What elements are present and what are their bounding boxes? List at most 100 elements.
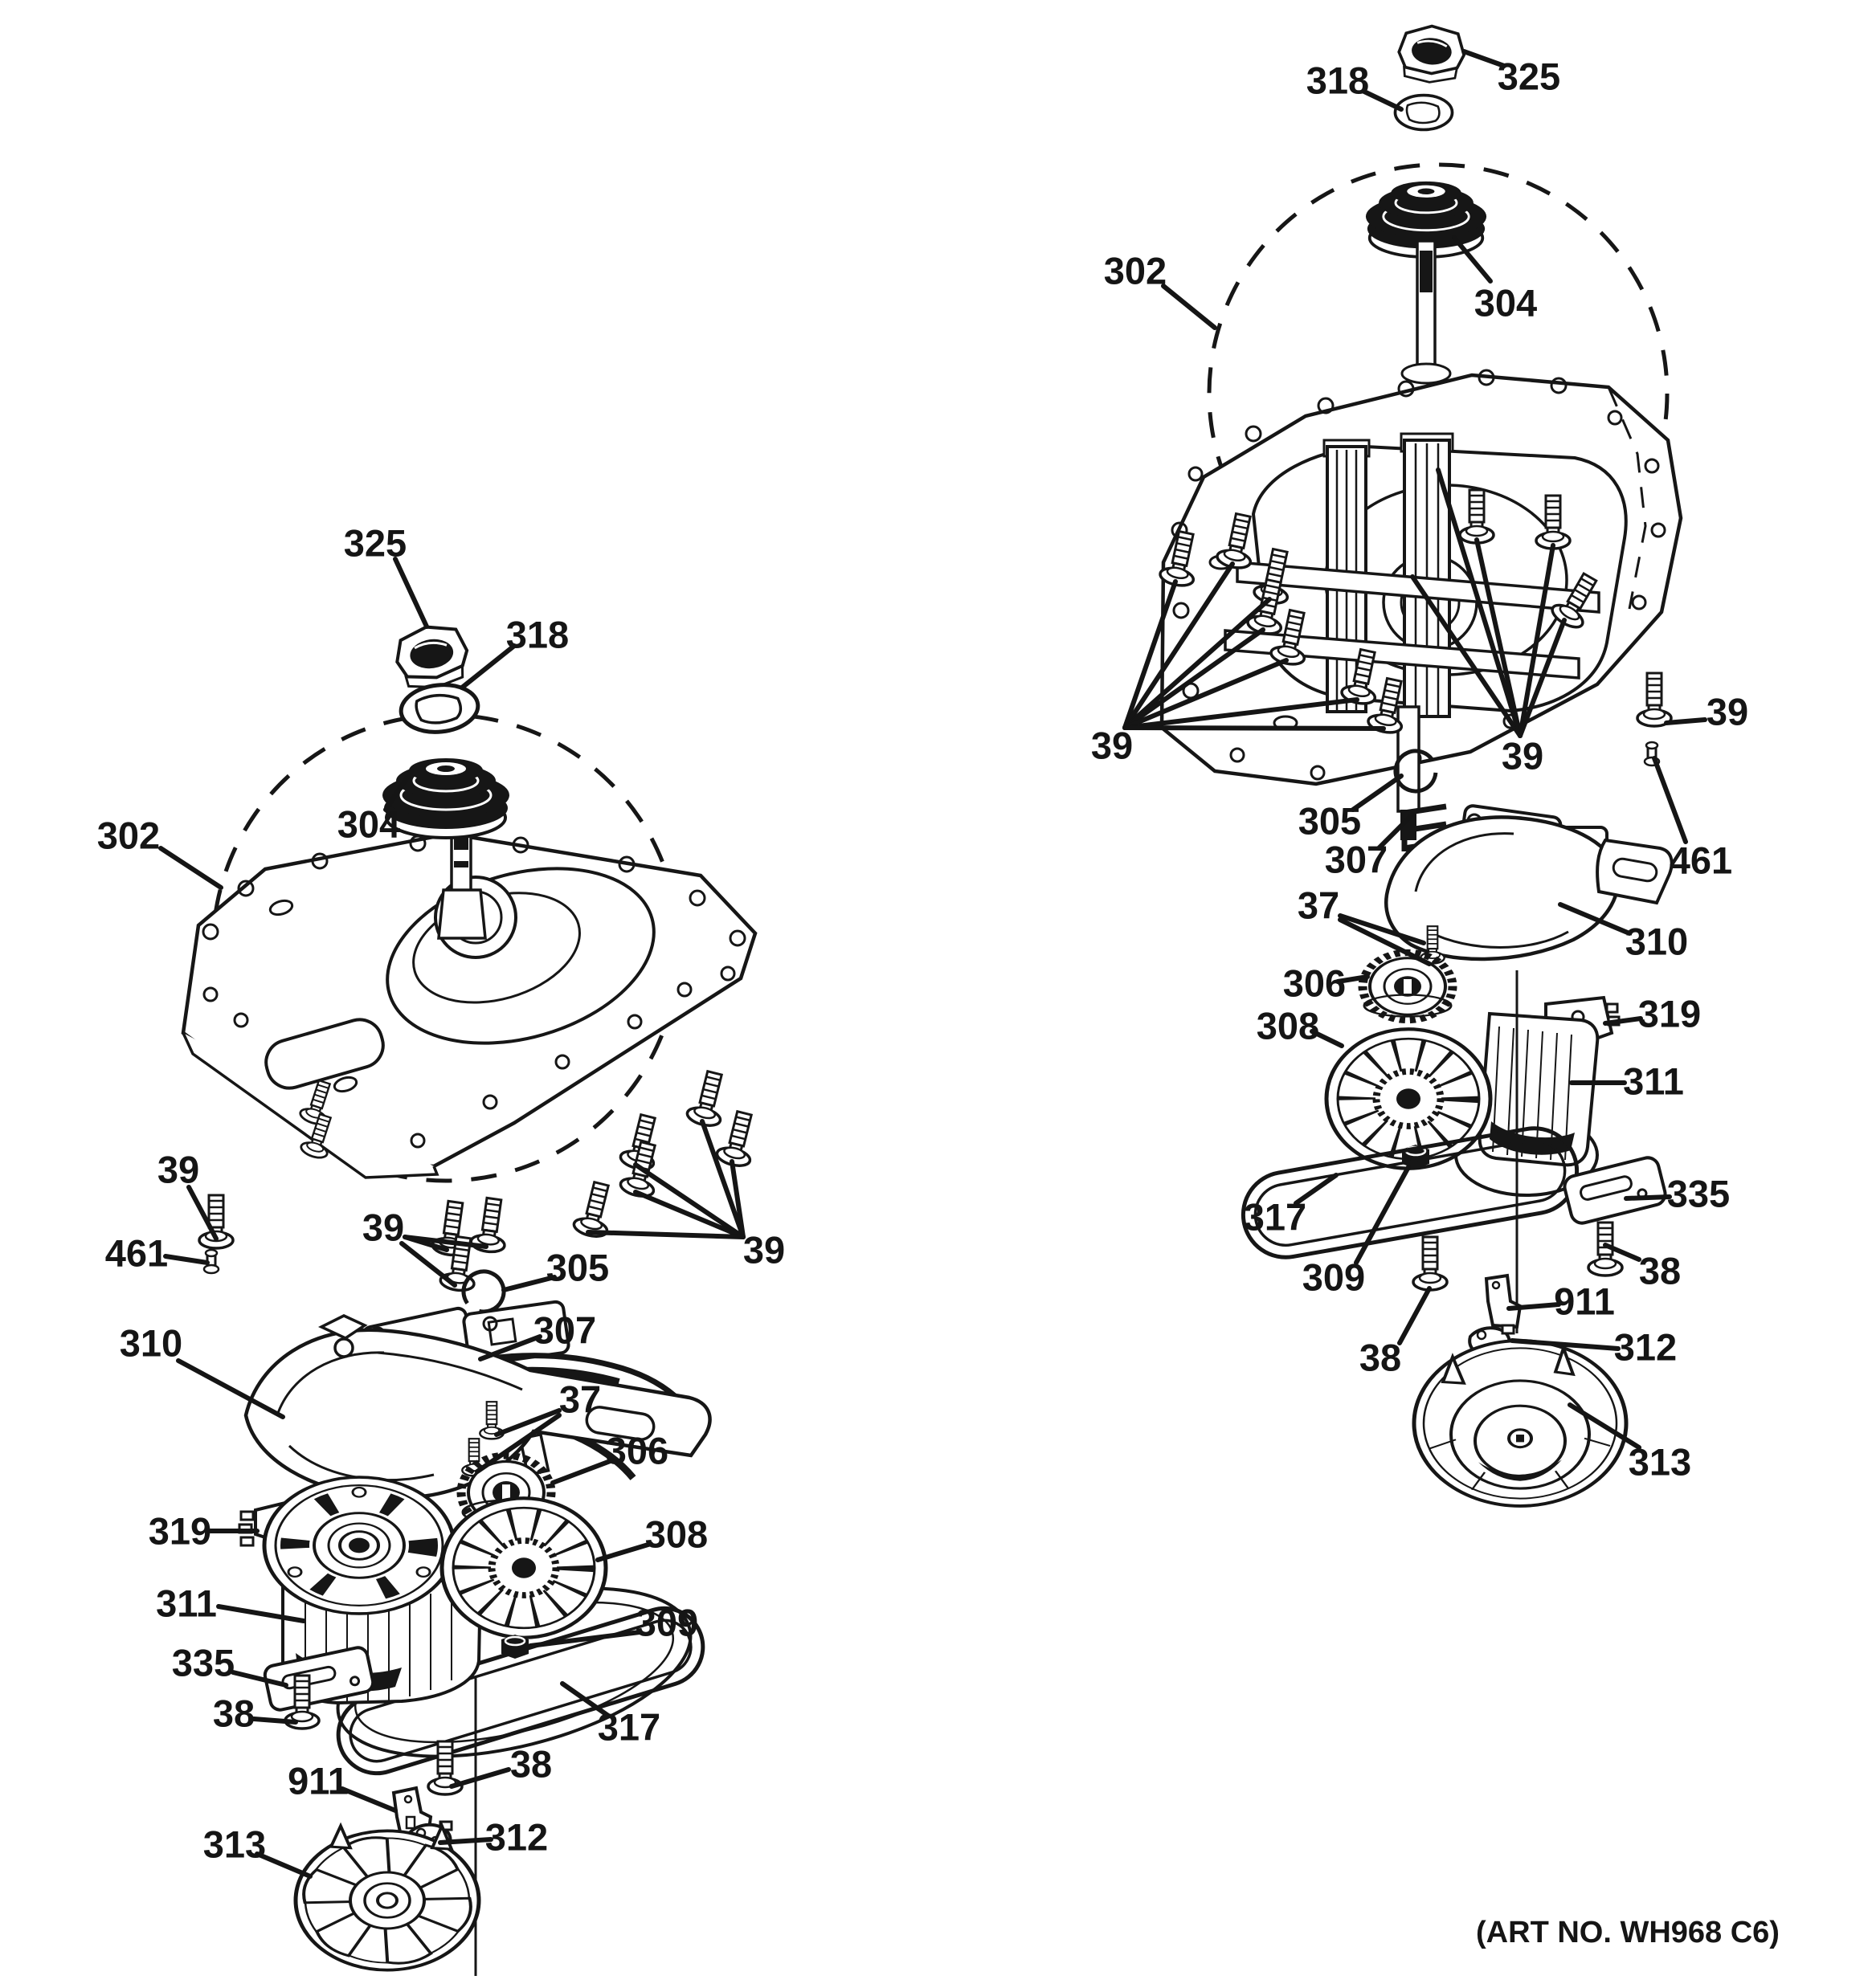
callout-306-36: 306 bbox=[1283, 962, 1370, 1005]
leader-line bbox=[340, 1786, 398, 1813]
leader-line bbox=[231, 1670, 288, 1688]
callout-461-31: 461 bbox=[1652, 756, 1732, 882]
callout-307-9: 307 bbox=[478, 1309, 596, 1361]
part-number-label: 37 bbox=[559, 1378, 601, 1421]
callout-39-28: 39 bbox=[1091, 561, 1386, 767]
leader-line bbox=[1558, 902, 1632, 936]
leader-line bbox=[501, 1275, 557, 1292]
leader-line bbox=[1461, 49, 1506, 68]
callout-310-10: 310 bbox=[120, 1322, 285, 1419]
leader-line bbox=[176, 1358, 285, 1419]
part-number-label: 911 bbox=[1554, 1280, 1615, 1323]
leader-line bbox=[478, 1334, 542, 1361]
leader-line bbox=[1294, 1173, 1339, 1206]
callout-39-4: 39 bbox=[157, 1149, 219, 1241]
part-313-fan-left bbox=[293, 1822, 481, 1972]
part-335-bracket-left bbox=[263, 1646, 375, 1712]
part-number-label: 38 bbox=[510, 1743, 552, 1786]
callout-319-37: 319 bbox=[1603, 993, 1701, 1035]
right-assembly bbox=[1157, 22, 1683, 1508]
leader-line bbox=[1624, 1194, 1672, 1201]
callout-305-32: 305 bbox=[1298, 774, 1404, 843]
callout-layer: 325 318 302 304 39 461 39 305 39 307 310 37 306 319 30… bbox=[97, 49, 1748, 1879]
part-number-label: 39 bbox=[1707, 691, 1748, 733]
callout-308-14: 308 bbox=[595, 1513, 708, 1562]
callout-308-38: 308 bbox=[1257, 1005, 1344, 1048]
leader-line bbox=[633, 1162, 746, 1239]
part-number-label: 312 bbox=[485, 1816, 548, 1859]
part-number-label: 308 bbox=[645, 1513, 708, 1556]
callout-313-23: 313 bbox=[203, 1823, 313, 1879]
callout-306-12: 306 bbox=[550, 1430, 668, 1485]
callout-38-45: 38 bbox=[1359, 1286, 1432, 1379]
leader-line bbox=[1335, 974, 1370, 984]
callout-302-26: 302 bbox=[1104, 250, 1217, 330]
callout-39-6: 39 bbox=[362, 1206, 488, 1288]
callout-38-43: 38 bbox=[1603, 1243, 1681, 1292]
part-number-label: 306 bbox=[1283, 962, 1346, 1005]
leader-line bbox=[1664, 717, 1707, 725]
callout-319-13: 319 bbox=[149, 1510, 260, 1553]
part-number-label: 317 bbox=[598, 1706, 660, 1749]
part-number-label: 911 bbox=[288, 1760, 349, 1802]
part-911-bracket-right bbox=[1484, 1273, 1523, 1329]
leader-line bbox=[1603, 1016, 1643, 1026]
part-number-label: 318 bbox=[506, 614, 569, 656]
callout-39-8: 39 bbox=[586, 1119, 785, 1272]
callout-317-19: 317 bbox=[560, 1681, 660, 1749]
callout-38-18: 38 bbox=[213, 1692, 298, 1735]
leader-line bbox=[1338, 917, 1432, 966]
callout-311-15: 311 bbox=[156, 1582, 306, 1625]
part-number-label: 39 bbox=[743, 1229, 785, 1272]
leader-line bbox=[1510, 1338, 1621, 1351]
callout-311-39: 311 bbox=[1569, 1060, 1684, 1103]
leader-line bbox=[595, 1541, 653, 1562]
leader-line bbox=[251, 1717, 298, 1725]
callout-38-20: 38 bbox=[449, 1743, 552, 1789]
leader-line bbox=[1518, 543, 1555, 738]
callout-335-41: 335 bbox=[1624, 1173, 1730, 1215]
callout-305-7: 305 bbox=[501, 1247, 609, 1292]
part-number-label: 305 bbox=[546, 1247, 609, 1289]
leader-line bbox=[1376, 812, 1415, 851]
part-number-label: 311 bbox=[1623, 1060, 1684, 1103]
part-311-motor-right bbox=[1478, 1011, 1600, 1167]
leader-line bbox=[1351, 774, 1404, 812]
callout-325-0: 325 bbox=[344, 522, 429, 629]
callout-335-17: 335 bbox=[172, 1642, 288, 1688]
leader-line bbox=[186, 1185, 219, 1241]
leader-line bbox=[399, 1241, 457, 1288]
part-number-label: 335 bbox=[1667, 1173, 1730, 1215]
part-number-label: 304 bbox=[337, 803, 400, 846]
leader-line bbox=[393, 557, 429, 629]
part-number-label: 39 bbox=[362, 1206, 404, 1249]
leader-line bbox=[560, 1681, 611, 1718]
leader-line bbox=[730, 1159, 746, 1239]
part-number-label: 309 bbox=[636, 1602, 698, 1644]
part-number-label: 461 bbox=[1670, 839, 1732, 882]
callout-312-22: 312 bbox=[438, 1816, 548, 1859]
leader-line bbox=[494, 1408, 562, 1437]
part-309-nut-left bbox=[500, 1633, 530, 1660]
leader-line bbox=[216, 1604, 306, 1623]
left-assembly bbox=[181, 620, 762, 1976]
part-number-label: 38 bbox=[1359, 1337, 1401, 1379]
leader-line bbox=[1122, 627, 1265, 730]
leader-line bbox=[1474, 537, 1523, 738]
part-number-label: 312 bbox=[1614, 1326, 1677, 1369]
leader-line bbox=[1568, 1402, 1641, 1450]
leader-line bbox=[1436, 467, 1523, 738]
part-310-clutch-cover-right bbox=[1384, 815, 1674, 961]
motor-rotor-top-left bbox=[262, 1476, 456, 1615]
part-number-label: 304 bbox=[1474, 282, 1537, 325]
part-number-label: 319 bbox=[1638, 993, 1701, 1035]
leader-line bbox=[1397, 1286, 1432, 1345]
leader-line bbox=[700, 1119, 746, 1239]
callout-302-2: 302 bbox=[97, 814, 223, 890]
callout-317-40: 317 bbox=[1244, 1173, 1339, 1239]
callout-325-25: 325 bbox=[1461, 49, 1560, 98]
callout-312-46: 312 bbox=[1510, 1326, 1677, 1369]
leader-line bbox=[163, 1254, 210, 1265]
leader-line bbox=[403, 1235, 488, 1249]
